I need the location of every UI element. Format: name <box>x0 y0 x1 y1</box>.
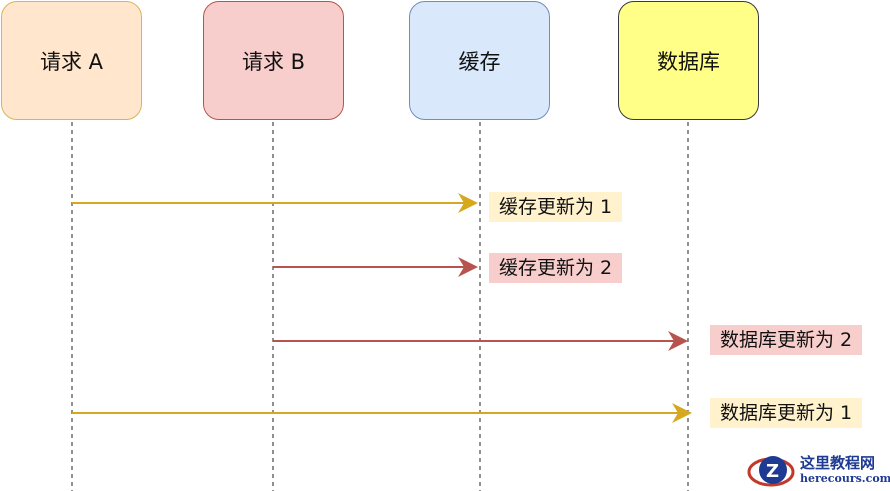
participant-database: 数据库 <box>618 1 759 120</box>
participant-label: 数据库 <box>657 49 720 74</box>
logo-icon: Z <box>747 456 795 487</box>
participant-request-b: 请求 B <box>203 1 344 120</box>
message-label-2: 缓存更新为 2 <box>489 253 623 283</box>
svg-text:Z: Z <box>766 461 779 482</box>
message-label-3: 数据库更新为 2 <box>710 325 863 355</box>
watermark-url: herecours.com <box>800 472 890 485</box>
participant-cache: 缓存 <box>409 1 550 120</box>
participant-label: 请求 A <box>39 49 104 74</box>
participant-request-a: 请求 A <box>1 1 142 120</box>
watermark-logo: Z 这里教程网 herecours.com <box>745 450 890 490</box>
participant-label: 缓存 <box>458 49 501 74</box>
message-label-4: 数据库更新为 1 <box>710 398 863 428</box>
message-label-1: 缓存更新为 1 <box>489 192 623 222</box>
participant-label: 请求 B <box>241 49 306 74</box>
watermark-title: 这里教程网 <box>800 454 876 472</box>
